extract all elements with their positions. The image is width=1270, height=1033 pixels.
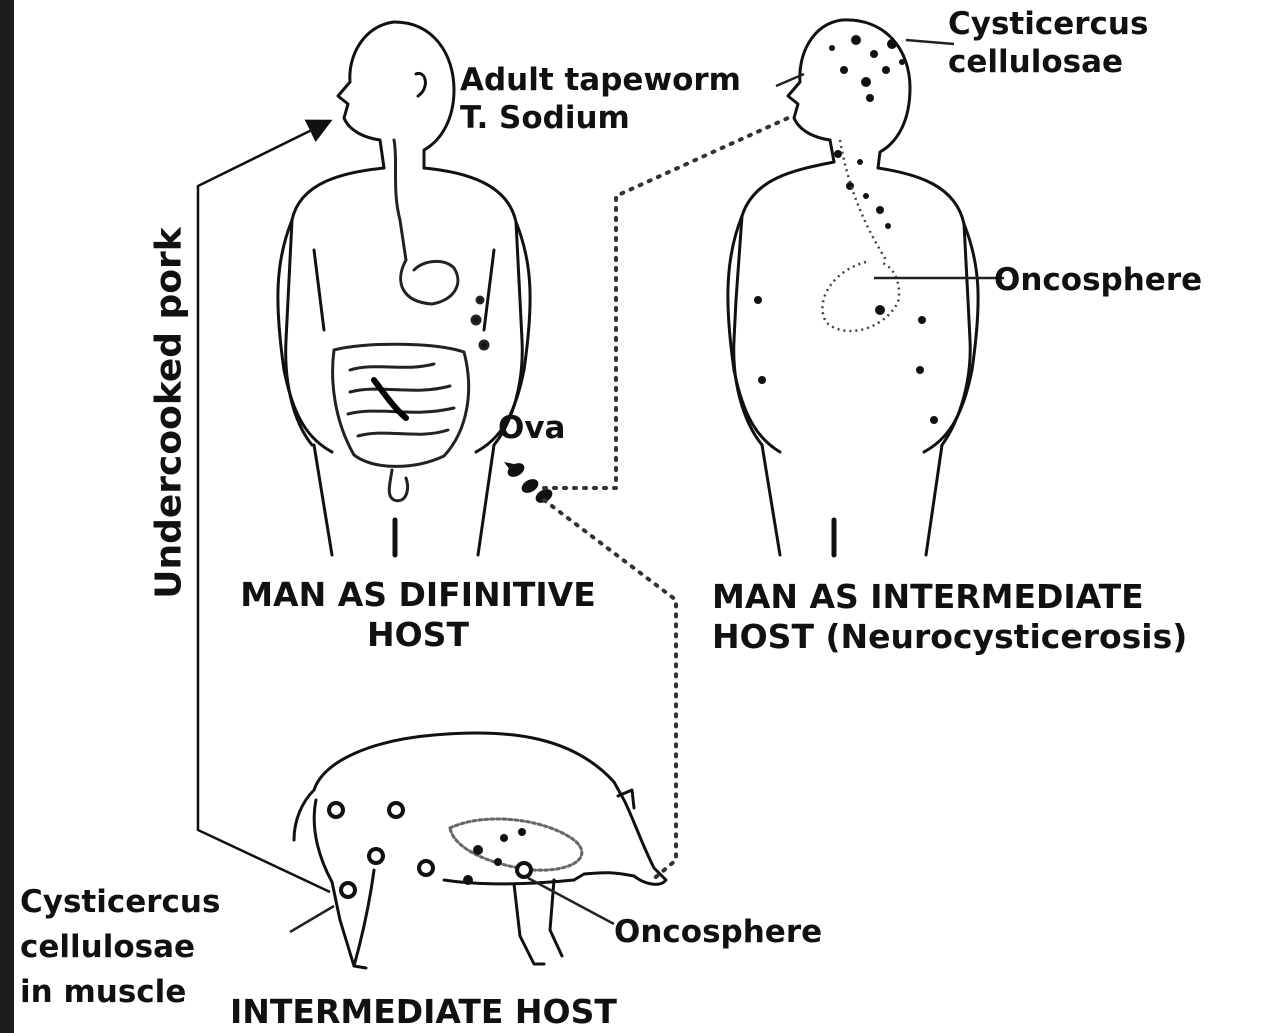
pig-oncosphere-dots: [463, 828, 526, 885]
intermediate-man-line2: HOST (Neurocysticerosis): [712, 617, 1187, 657]
intermediate-man-line1: MAN AS INTERMEDIATE: [712, 577, 1187, 617]
definitive-host-line1: MAN AS DIFINITIVE: [212, 575, 624, 615]
ova-to-intermediate-man-dotted-path: [544, 118, 788, 488]
cysticercus-cellulosae-top-label: Cysticercus cellulosae: [948, 6, 1148, 82]
leader-lines: [290, 40, 1004, 932]
oncosphere-top-label: Oncosphere: [994, 262, 1202, 300]
ova-to-pig-dotted-path: [544, 500, 676, 882]
cysticercus-top-line1: Cysticercus: [948, 6, 1148, 44]
definitive-host-caption: MAN AS DIFINITIVE HOST: [212, 575, 624, 656]
intermediate-host-caption: INTERMEDIATE HOST: [230, 992, 617, 1032]
cysticercus-top-line2: cellulosae: [948, 44, 1148, 82]
adult-tapeworm-text: Adult tapeworm: [460, 62, 741, 100]
undercooked-pork-label: Undercooked pork: [149, 227, 190, 599]
ova-label: Ova: [498, 410, 565, 448]
adult-tapeworm-label: Adult tapeworm T. Sodium: [460, 62, 741, 138]
man-intermediate-host-figure: [728, 20, 978, 555]
cysticercus-muscle-label: Cysticercus cellulosae in muscle: [20, 880, 220, 1015]
definitive-host-line2: HOST: [212, 615, 624, 655]
cysticercus-muscle-line1: Cysticercus: [20, 880, 220, 925]
t-sodium-text: T. Sodium: [460, 100, 741, 138]
diagram-canvas: [14, 0, 1270, 1033]
intermediate-man-caption: MAN AS INTERMEDIATE HOST (Neurocysticero…: [712, 577, 1187, 658]
cysticercus-muscle-line2: cellulosae: [20, 925, 220, 970]
lifecycle-diagram: Adult tapeworm T. Sodium Cysticercus cel…: [14, 0, 1270, 1033]
cysticercus-muscle-line3: in muscle: [20, 970, 220, 1015]
undercooked-pork-path: [198, 122, 330, 892]
ova-dots: [505, 460, 555, 505]
digestive-tract-drawing: [333, 140, 488, 501]
oncosphere-pig-label: Oncosphere: [614, 914, 822, 952]
